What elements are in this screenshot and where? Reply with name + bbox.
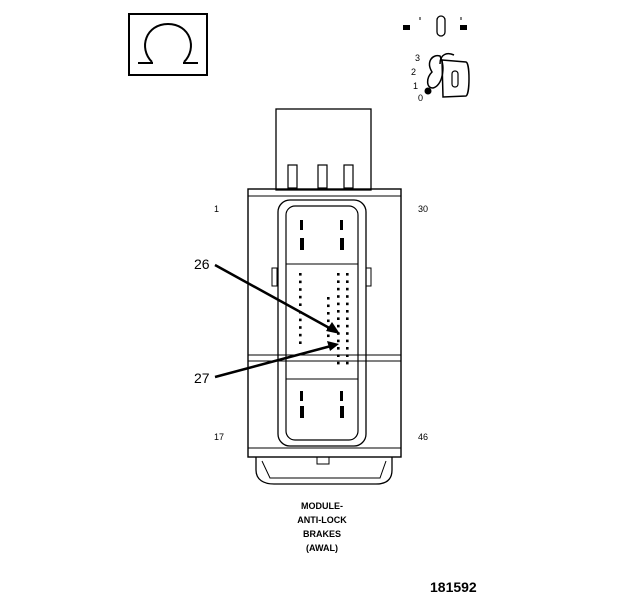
ignition-position-0: 0 xyxy=(418,93,423,103)
terminal-pin xyxy=(346,361,349,365)
module-caption: MODULE- ANTI-LOCK BRAKES (AWAL) xyxy=(297,501,347,553)
terminal-pin xyxy=(337,287,340,291)
caption-line-4: (AWAL) xyxy=(306,543,338,553)
terminal-pin xyxy=(346,317,349,320)
caption-line-2: ANTI-LOCK xyxy=(297,515,347,525)
terminal-pin xyxy=(299,273,302,276)
terminal-pin xyxy=(327,312,330,315)
callout-arrow-27 xyxy=(214,341,339,379)
terminal-pin xyxy=(337,361,340,365)
terminal-pin xyxy=(346,280,349,283)
ignition-position-1: 1 xyxy=(413,81,418,91)
terminal-pin xyxy=(337,310,340,313)
terminal-pin-grid xyxy=(299,273,349,365)
ignition-position-2: 2 xyxy=(411,67,416,77)
ignition-position-3: 3 xyxy=(415,53,420,63)
terminal-pin xyxy=(327,297,330,300)
terminal-pin xyxy=(299,303,302,306)
ohm-symbol-icon xyxy=(128,13,208,76)
terminal-pin xyxy=(337,339,340,343)
terminal-pin xyxy=(337,280,340,283)
terminal-pin xyxy=(337,324,340,328)
terminal-pin xyxy=(299,280,302,284)
terminal-pin xyxy=(327,304,330,308)
pin-label-1: 1 xyxy=(214,204,219,214)
pin-label-46: 46 xyxy=(418,432,428,442)
terminal-pin xyxy=(299,341,302,344)
figure-number: 181592 xyxy=(430,579,477,595)
terminal-pin xyxy=(327,319,330,323)
pin-label-17: 17 xyxy=(214,432,224,442)
callout-27: 27 xyxy=(194,370,210,386)
pin-label-30: 30 xyxy=(418,204,428,214)
terminal-pin xyxy=(346,332,349,335)
terminal-pin xyxy=(299,333,302,337)
terminal-pin xyxy=(346,302,349,306)
terminal-pin xyxy=(346,347,349,350)
terminal-pin xyxy=(346,324,349,328)
caption-line-3: BRAKES xyxy=(303,529,341,539)
terminal-pin xyxy=(299,295,302,299)
terminal-pin xyxy=(346,295,349,298)
terminal-pin xyxy=(337,354,340,357)
terminal-pin xyxy=(299,318,302,322)
terminal-pin xyxy=(299,288,302,291)
ignition-switch-icon: 3 2 1 0 xyxy=(403,15,470,103)
callout-arrow-26 xyxy=(214,263,340,334)
terminal-pin xyxy=(337,295,340,298)
terminal-pin xyxy=(327,334,330,338)
terminal-pin xyxy=(337,347,340,350)
terminal-pin xyxy=(337,317,340,320)
abs-module-connector xyxy=(247,108,402,485)
terminal-pin xyxy=(299,326,302,329)
terminal-pin xyxy=(346,273,349,276)
terminal-pin xyxy=(346,287,349,291)
caption-line-1: MODULE- xyxy=(301,501,343,511)
terminal-pin xyxy=(337,273,340,276)
terminal-pin xyxy=(346,339,349,343)
terminal-pin xyxy=(346,354,349,357)
callout-26: 26 xyxy=(194,256,210,272)
terminal-pin xyxy=(337,302,340,306)
terminal-pin xyxy=(346,310,349,313)
